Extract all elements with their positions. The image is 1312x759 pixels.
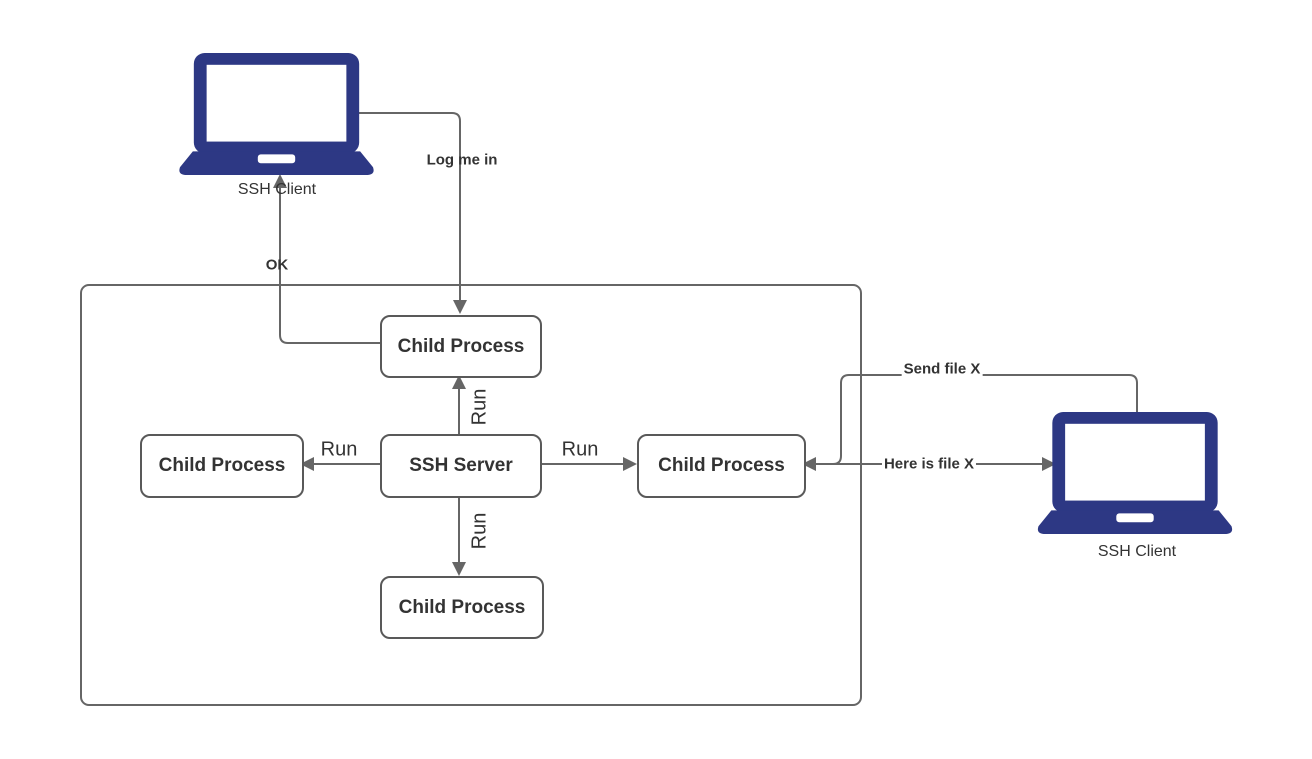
run-right-label: Run [561, 438, 599, 461]
arrowhead-right-icon [1042, 457, 1056, 471]
run-down-label: Run [468, 512, 491, 550]
connector-run-down [452, 494, 466, 576]
ssh-client-left [178, 53, 375, 177]
child-process-left-box: Child Process [140, 434, 304, 498]
child-process-top-box: Child Process [380, 315, 542, 378]
arrowhead-down-icon [452, 562, 466, 576]
here-is-file-x-label: Here is file X [881, 455, 977, 473]
connector-log-me-in [357, 112, 467, 314]
log-me-in-label: Log me in [426, 151, 498, 169]
ok-label: OK [265, 256, 289, 274]
connector-run-right [538, 457, 637, 471]
server-host-boundary [80, 284, 862, 706]
ssh-server-box: SSH Server [380, 434, 542, 498]
laptop-icon [179, 53, 374, 176]
ssh-client-right [1036, 412, 1234, 536]
arrowhead-right-icon [623, 457, 637, 471]
child-process-bottom-box: Child Process [380, 576, 544, 639]
connector-run-left [300, 457, 380, 471]
run-left-label: Run [320, 438, 358, 461]
child-process-right-box: Child Process [637, 434, 806, 498]
run-up-label: Run [468, 388, 491, 426]
connector-run-up [452, 375, 466, 434]
arrowhead-down-icon [453, 300, 467, 314]
send-file-x-label: Send file X [901, 360, 983, 378]
arrowhead-left-icon [802, 457, 816, 471]
arrowhead-up-icon [273, 174, 287, 188]
arrowhead-up-icon [452, 375, 466, 389]
connector-send-file-x [802, 374, 1138, 471]
connector-ok [273, 174, 380, 344]
arrowhead-left-icon [300, 457, 314, 471]
ssh-client-right-label: SSH Client [1097, 543, 1177, 560]
ssh-client-left-label: SSH Client [237, 181, 317, 198]
laptop-icon [1037, 412, 1233, 535]
